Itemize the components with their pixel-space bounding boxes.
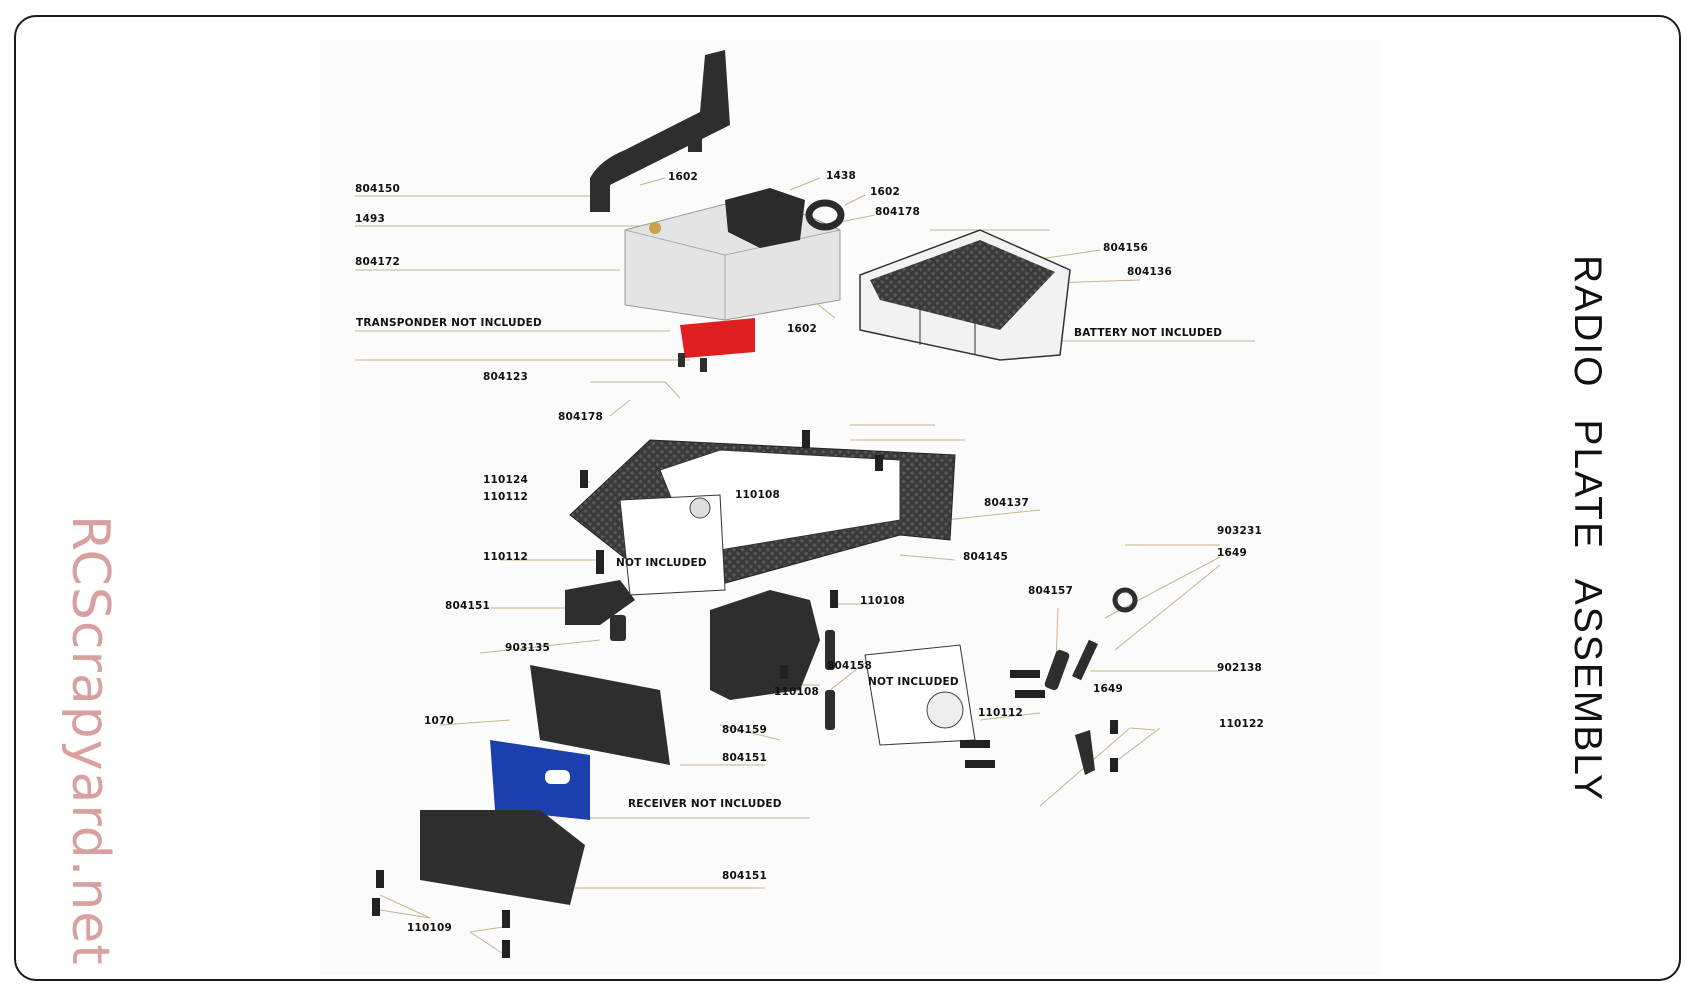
label-battery-not-included: BATTERY NOT INCLUDED	[1074, 327, 1223, 339]
label-804158: 804158	[827, 660, 873, 672]
battery-strap-804156	[870, 240, 1055, 330]
fitting-1493	[649, 222, 661, 234]
rod-902138	[1072, 639, 1098, 681]
arm-804157	[1075, 730, 1095, 775]
receiver-case-804151	[530, 665, 670, 765]
label-1438: 1438	[826, 170, 857, 182]
label-804178-a: 804178	[875, 206, 921, 218]
standoff-804158	[825, 630, 835, 670]
label-110124: 110124	[483, 474, 529, 486]
label-804145: 804145	[963, 551, 1009, 563]
label-1602-a: 1602	[668, 171, 699, 183]
label-804159: 804159	[722, 724, 768, 736]
label-110112-c: 110112	[978, 707, 1024, 719]
screws	[372, 430, 1118, 958]
receiver	[490, 740, 590, 820]
label-903231: 903231	[1217, 525, 1263, 537]
label-804157: 804157	[1028, 585, 1074, 597]
bracket-804150	[590, 50, 730, 212]
label-110122: 110122	[1219, 718, 1265, 730]
label-902138: 902138	[1217, 662, 1263, 674]
label-receiver-not-included: RECEIVER NOT INCLUDED	[628, 798, 782, 810]
label-804151-c: 804151	[722, 870, 768, 882]
label-transponder-not-included: TRANSPONDER NOT INCLUDED	[356, 317, 542, 329]
servo-left	[619, 494, 726, 596]
label-1493: 1493	[355, 213, 386, 225]
label-110109: 110109	[407, 922, 453, 934]
label-804150: 804150	[355, 183, 401, 195]
switch-804178	[725, 188, 805, 248]
label-903135: 903135	[505, 642, 551, 654]
transponder	[680, 318, 755, 358]
label-110108-b: 110108	[860, 595, 906, 607]
label-110108-a: 110108	[735, 489, 781, 501]
label-804172: 804172	[355, 256, 401, 268]
label-1602-c: 1602	[787, 323, 818, 335]
label-1649-a: 1649	[1217, 547, 1248, 559]
label-804137: 804137	[984, 497, 1030, 509]
label-not-included-b: NOT INCLUDED	[868, 676, 959, 688]
label-804178-b: 804178	[558, 411, 604, 423]
servo-mount-804151	[565, 580, 635, 625]
servo-right	[864, 644, 976, 746]
label-804151-a: 804151	[445, 600, 491, 612]
label-1649-b: 1649	[1093, 683, 1124, 695]
link-1649	[1044, 649, 1070, 691]
watermark: RCScrapyard.net	[60, 515, 120, 966]
label-804136: 804136	[1127, 266, 1173, 278]
label-110112-a: 110112	[483, 491, 529, 503]
label-110112-b: 110112	[483, 551, 529, 563]
rod-end-903231	[1112, 587, 1138, 613]
label-804156: 804156	[1103, 242, 1149, 254]
label-not-included-a: NOT INCLUDED	[616, 557, 707, 569]
bracket-post	[688, 122, 702, 152]
spacer-903135	[610, 615, 626, 641]
label-804123: 804123	[483, 371, 529, 383]
page-title: RADIO PLATE ASSEMBLY	[1566, 255, 1609, 803]
label-1602-b: 1602	[870, 186, 901, 198]
receiver-cover-804151	[420, 810, 585, 905]
label-1070: 1070	[424, 715, 455, 727]
page-frame	[14, 15, 1681, 981]
mount-804159	[710, 590, 820, 700]
label-804151-b: 804151	[722, 752, 768, 764]
label-110108-c: 110108	[774, 686, 820, 698]
